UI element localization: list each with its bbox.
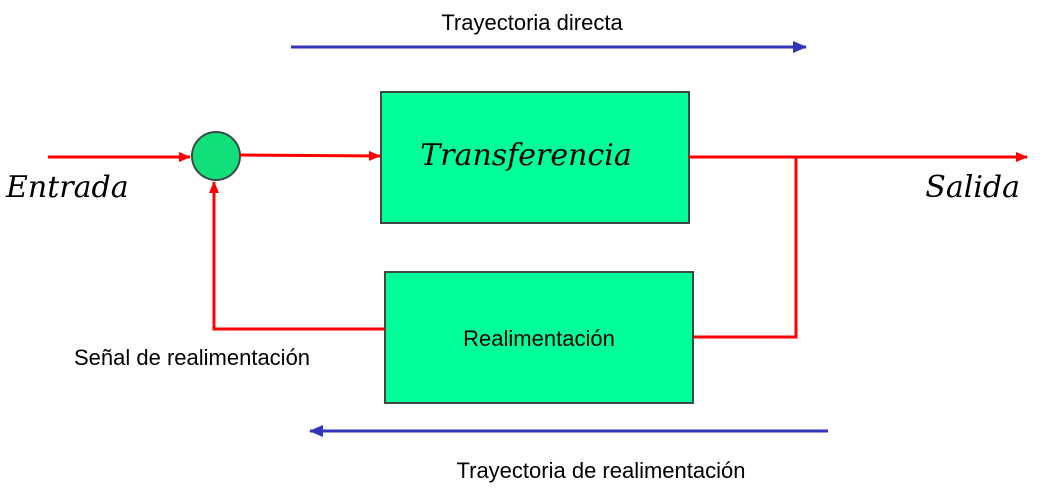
transfer-block-label: Transferencia [420,138,632,173]
transfer-block [380,91,690,224]
output-label: Salida [925,170,1020,205]
input-label: Entrada [5,170,129,205]
feedback-branch-line [694,157,798,339]
feedback-block [384,271,694,404]
forward-path-label: Trayectoria directa [441,10,623,35]
feedback-signal-label: Señal de realimentación [74,345,310,370]
summing-junction [191,131,241,181]
feedback-signal-line [209,181,385,331]
feedback-path-label: Trayectoria de realimentación [457,458,746,483]
feedback-block-label: Realimentación [463,326,615,351]
junction-to-transfer-line [239,150,381,161]
